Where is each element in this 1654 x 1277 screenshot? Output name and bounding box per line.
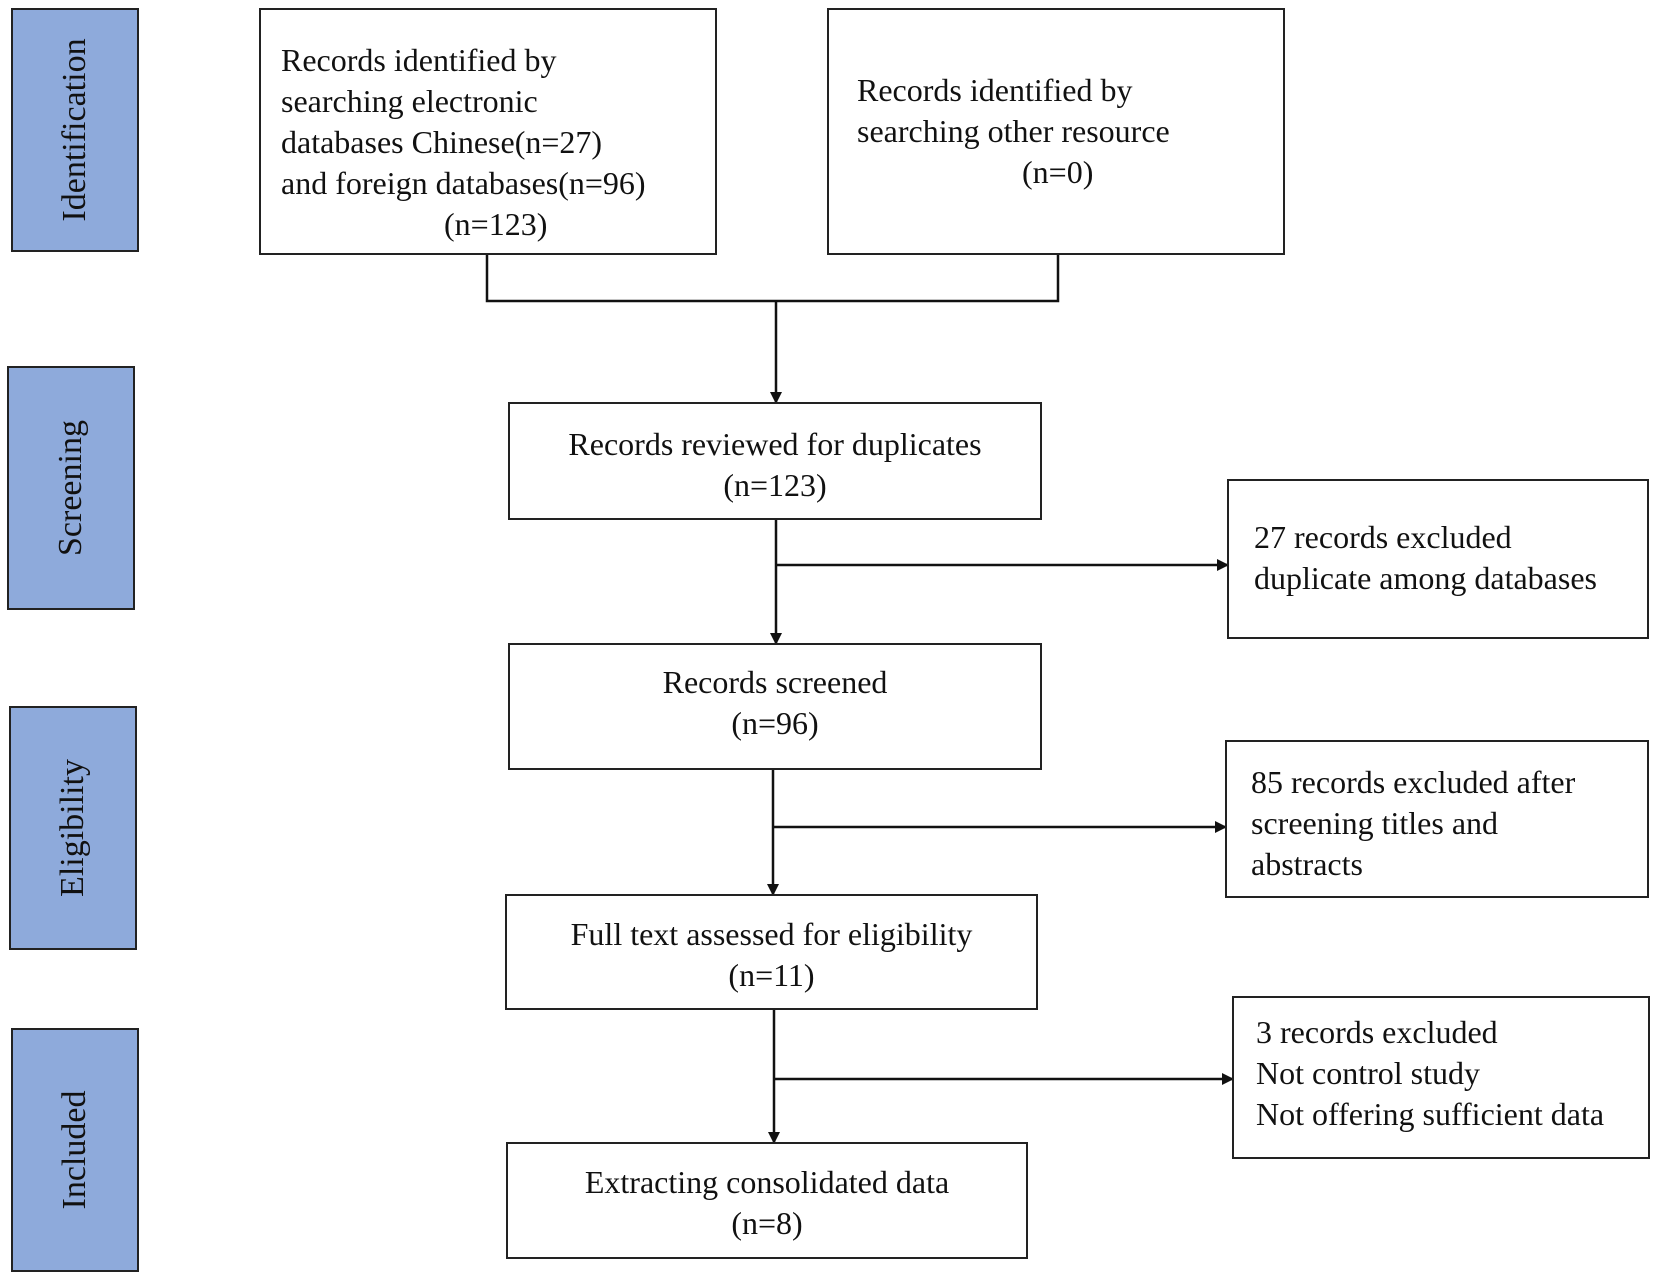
box-full-text-excluded: 3 records excluded Not control study Not… [1232, 996, 1650, 1159]
box-line: (n=8) [731, 1205, 803, 1241]
box-line: (n=0) [1022, 154, 1094, 190]
box-line: Extracting consolidated data [584, 1164, 950, 1200]
box-line: duplicate among databases [1254, 560, 1597, 596]
phase-eligibility: Eligibility [9, 706, 137, 950]
box-line: and foreign databases(n=96) [281, 165, 646, 201]
merge-bracket [485, 254, 1060, 303]
box-line: Full text assessed for eligibility [570, 916, 973, 952]
phase-screening-label: Screening [52, 420, 89, 556]
box-databases-search: Records identified by searching electron… [259, 8, 717, 255]
box-line: (n=123) [723, 467, 827, 503]
phase-eligibility-label: Eligibility [54, 759, 91, 897]
box-line: databases Chinese(n=27) [281, 124, 603, 160]
box-included: Extracting consolidated data (n=8) [506, 1142, 1028, 1259]
box-line: searching electronic [281, 83, 538, 119]
box-line: Records screened [662, 664, 888, 700]
box-line: Records identified by [281, 42, 557, 78]
box-line: (n=11) [728, 957, 815, 993]
box-line: Records identified by [857, 72, 1133, 108]
box-line: screening titles and [1251, 805, 1499, 841]
box-line: 85 records excluded after [1251, 764, 1576, 800]
box-line: Not control study [1256, 1055, 1480, 1091]
box-screening-excluded: 85 records excluded after screening titl… [1225, 740, 1649, 898]
box-line: (n=123) [444, 206, 548, 242]
box-line: (n=96) [731, 705, 819, 741]
phase-screening: Screening [7, 366, 135, 610]
phase-included: Included [11, 1028, 139, 1272]
box-line: 3 records excluded [1256, 1014, 1498, 1050]
phase-included-label: Included [56, 1090, 93, 1210]
box-line: Records reviewed for duplicates [568, 426, 982, 462]
box-duplicates-excluded: 27 records excluded duplicate among data… [1227, 479, 1649, 639]
phase-identification: Identification [11, 8, 139, 252]
box-line: abstracts [1251, 846, 1363, 882]
box-line: 27 records excluded [1254, 519, 1512, 555]
phase-identification-label: Identification [56, 38, 93, 222]
box-other-resources: Records identified by searching other re… [827, 8, 1285, 255]
box-screened: Records screened (n=96) [508, 643, 1042, 770]
box-full-text: Full text assessed for eligibility (n=11… [505, 894, 1038, 1010]
box-line: searching other resource [857, 113, 1170, 149]
box-line: Not offering sufficient data [1256, 1096, 1605, 1132]
box-duplicates-review: Records reviewed for duplicates (n=123) [508, 402, 1042, 520]
